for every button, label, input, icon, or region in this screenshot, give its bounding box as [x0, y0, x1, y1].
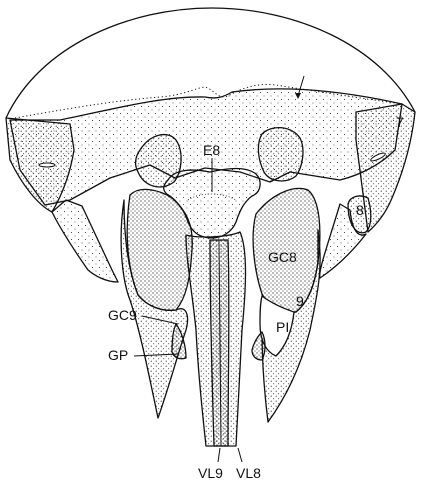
- label-pi: PI: [276, 319, 289, 335]
- label-e8: E8: [203, 142, 220, 158]
- right-gonapophysis: [252, 332, 265, 360]
- label-8: 8: [356, 202, 364, 218]
- label-gc9: GC9: [108, 307, 137, 323]
- label-9: 9: [296, 293, 304, 309]
- left-spiracle: [39, 163, 55, 167]
- label-7: 7: [396, 114, 404, 130]
- leader-vl9: [218, 448, 220, 462]
- right-upper-sclerite: [258, 128, 303, 181]
- label-vl9: VL9: [198, 465, 223, 481]
- label-gc8: GC8: [268, 249, 297, 265]
- left-lower-lobe: [52, 200, 118, 282]
- label-vl8: VL8: [236, 465, 261, 481]
- leader-vl8: [238, 448, 242, 462]
- label-gp: GP: [108, 347, 128, 363]
